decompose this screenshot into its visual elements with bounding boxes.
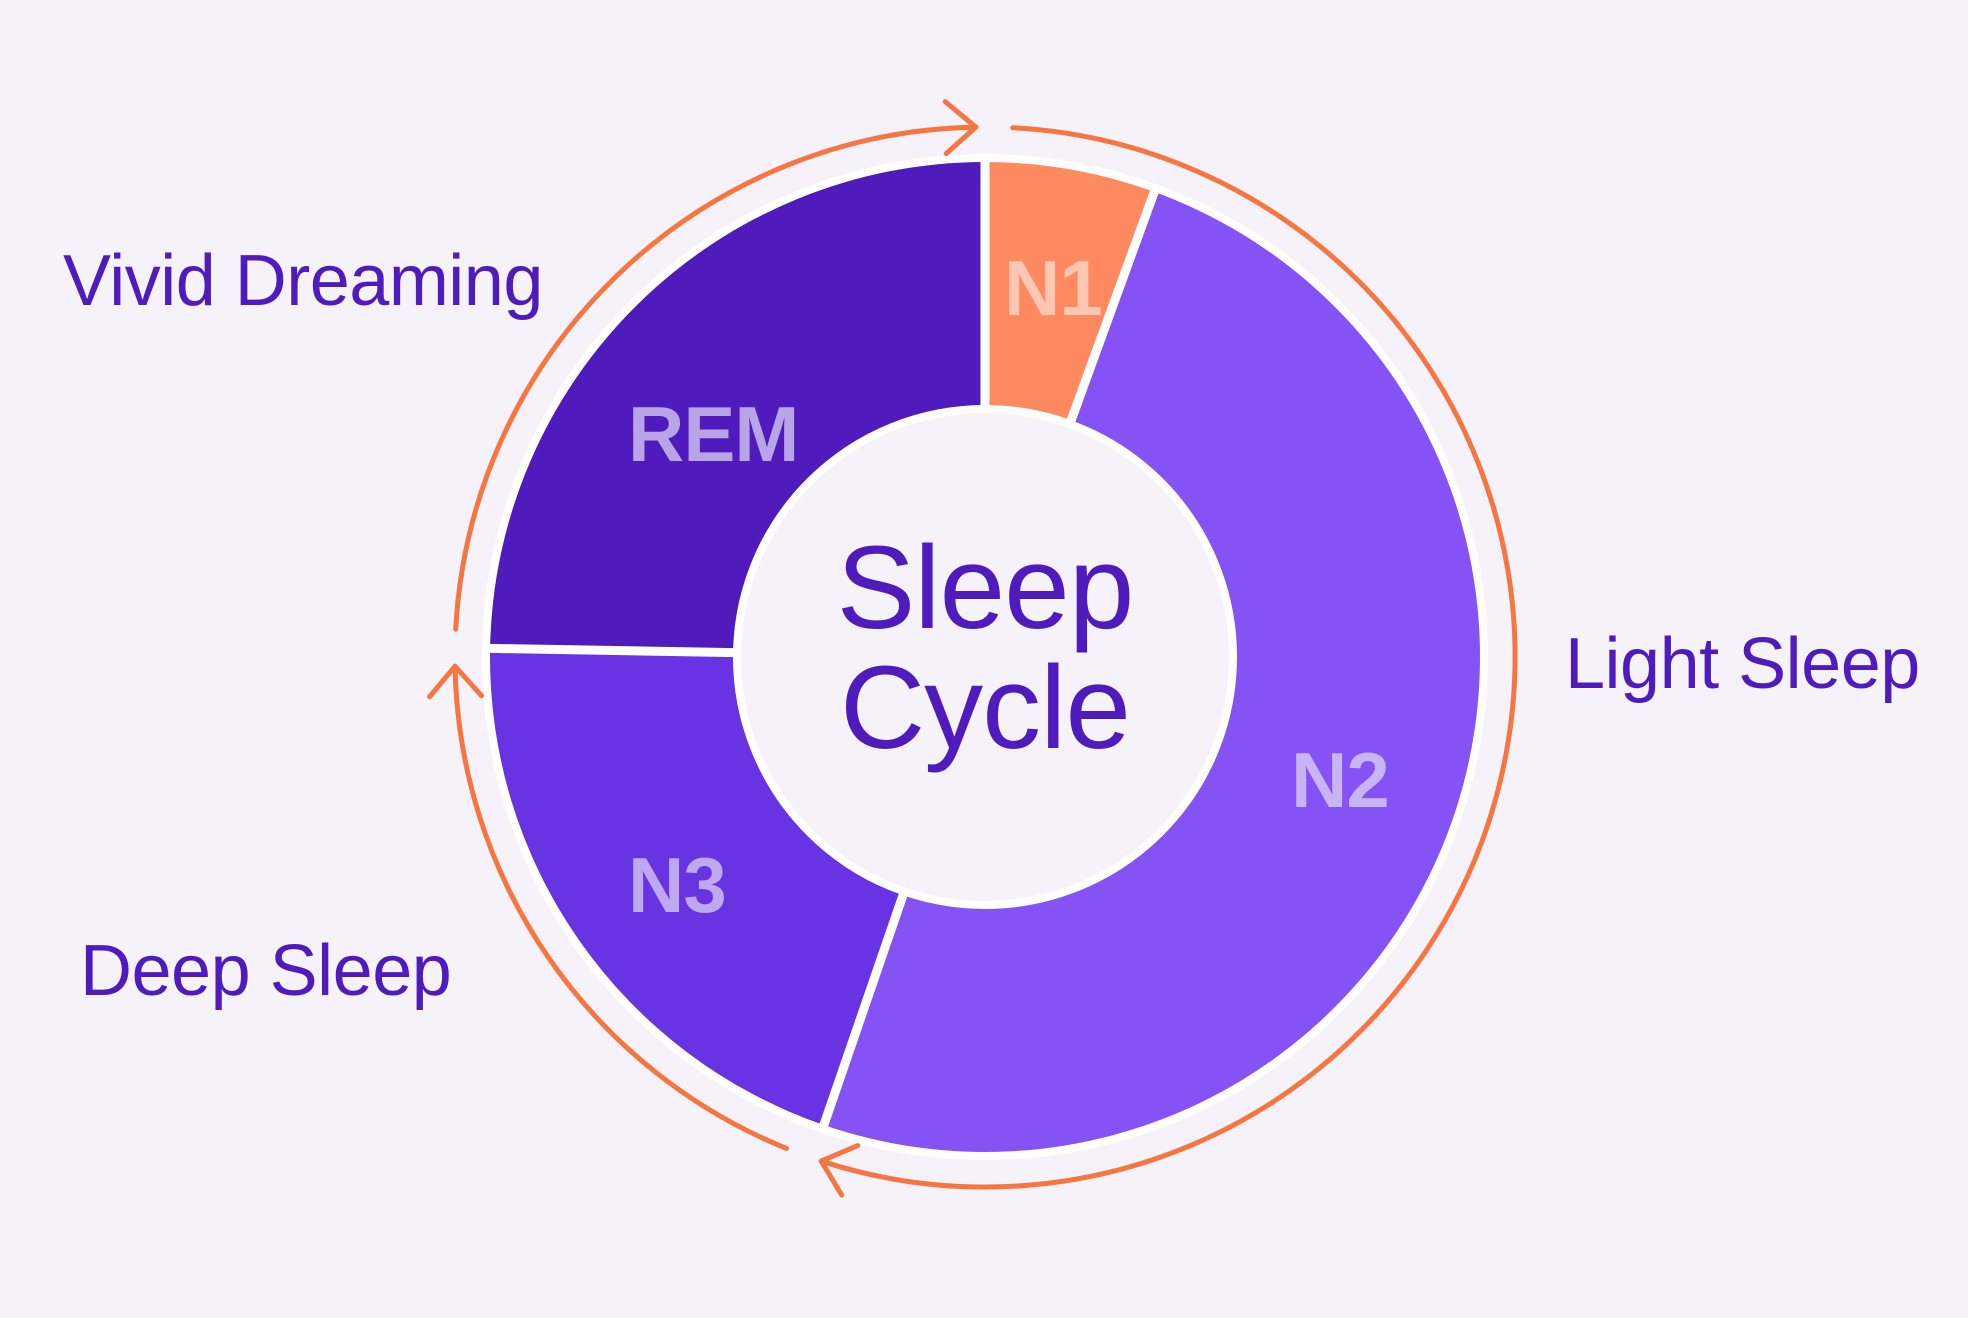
arrowhead-icon xyxy=(818,1143,861,1198)
center-title: Sleep Cycle xyxy=(785,528,1185,768)
segment-label-rem: REM xyxy=(628,390,799,478)
separator-line xyxy=(817,885,911,1133)
label-vivid-dreaming: Vivid Dreaming xyxy=(63,241,543,321)
center-title-line1: Sleep xyxy=(836,522,1135,654)
label-light-sleep: Light Sleep xyxy=(1565,624,1920,704)
arrowhead-icon xyxy=(942,99,979,157)
segment-label-n2: N2 xyxy=(1291,736,1390,824)
separator-line xyxy=(1063,184,1161,431)
segment-label-n3: N3 xyxy=(628,841,727,929)
cycle-arc-2 xyxy=(452,663,789,1151)
label-deep-sleep: Deep Sleep xyxy=(80,931,452,1011)
donut-hole xyxy=(733,405,1237,909)
segment-separators xyxy=(483,156,1161,1133)
arrowhead-icon xyxy=(427,663,485,700)
cycle-arrows xyxy=(427,99,1518,1198)
cycle-arc-1 xyxy=(818,125,1518,1190)
cycle-arc-3 xyxy=(453,124,979,632)
center-title-line2: Cycle xyxy=(839,642,1131,774)
separator-line xyxy=(483,643,743,658)
inner-circle xyxy=(733,405,1237,909)
segment-label-n1: N1 xyxy=(1004,244,1103,332)
